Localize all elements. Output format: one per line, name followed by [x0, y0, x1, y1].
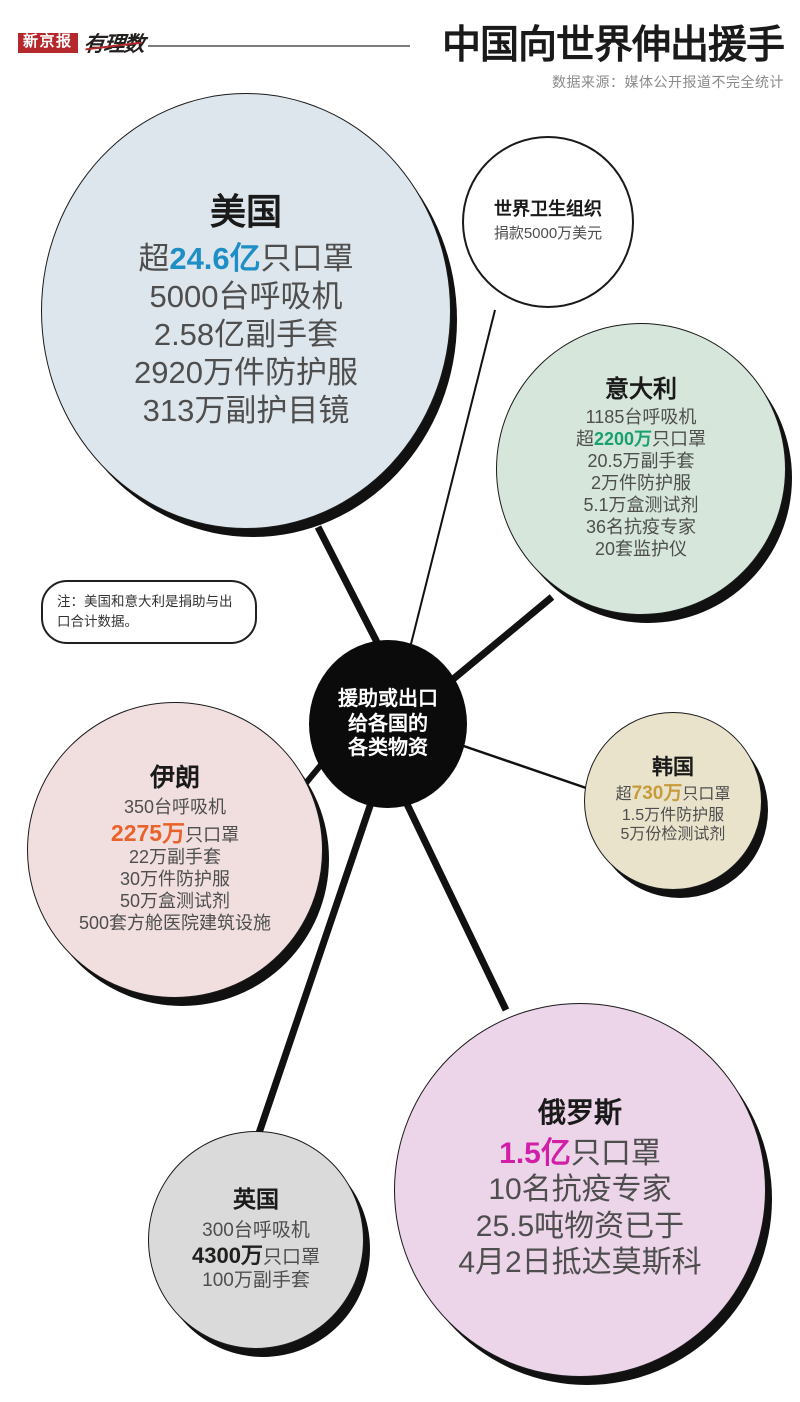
node-title-south-korea: 韩国 — [652, 756, 694, 780]
line-prefix: 超 — [138, 241, 170, 277]
list-item: 100万副手套 — [202, 1270, 310, 1292]
node-items-south-korea: 超730万只口罩 1.5万件防护服 5万份检测试剂 — [616, 782, 731, 844]
list-item: 4月2日抵达莫斯科 — [458, 1246, 702, 1280]
list-item: 10名抗疫专家 — [488, 1173, 672, 1207]
node-russia[interactable]: 俄罗斯 1.5亿只口罩 10名抗疫专家 25.5吨物资已于 4月2日抵达莫斯科 — [394, 1003, 766, 1377]
highlight-value: 2275万 — [110, 820, 186, 847]
list-item: 超24.6亿只口罩 — [138, 240, 353, 278]
line-suffix: 只口罩 — [682, 786, 731, 804]
page-header: 新京报 有理数 中国向世界伸出援手 数据来源：媒体公开报道不完全统计 — [0, 0, 800, 100]
node-italy[interactable]: 意大利 1185台呼吸机 超2200万只口罩 20.5万副手套 2万件防护服 5… — [496, 323, 786, 615]
node-items-united-kingdom: 300台呼吸机 4300万只口罩 100万副手套 — [192, 1219, 320, 1292]
hub-line-2: 给各国的 — [348, 712, 428, 735]
data-source-note: 数据来源：媒体公开报道不完全统计 — [552, 74, 784, 90]
footnote-callout: 注：美国和意大利是捐助与出口合计数据。 — [41, 580, 257, 645]
list-item: 1185台呼吸机 — [585, 407, 697, 428]
list-item: 30万件防护服 — [119, 869, 230, 890]
list-item: 4300万只口罩 — [192, 1243, 320, 1270]
highlight-value: 2200万 — [593, 429, 653, 450]
list-item: 50万盒测试剂 — [119, 891, 230, 912]
node-united-kingdom[interactable]: 英国 300台呼吸机 4300万只口罩 100万副手套 — [148, 1131, 364, 1349]
list-item: 超2200万只口罩 — [576, 429, 706, 451]
node-items-iran: 350台呼吸机 2275万只口罩 22万副手套 30万件防护服 50万盒测试剂 … — [79, 797, 271, 935]
node-items-united-states: 超24.6亿只口罩 5000台呼吸机 2.58亿副手套 2920万件防护服 31… — [134, 240, 358, 429]
list-item: 2275万只口罩 — [111, 819, 239, 847]
list-item: 超730万只口罩 — [616, 782, 731, 805]
line-prefix: 超 — [615, 786, 632, 804]
list-item: 5.1万盒测试剂 — [583, 495, 699, 516]
hub-line-3: 各类物资 — [348, 737, 428, 760]
list-item: 350台呼吸机 — [123, 797, 227, 818]
list-item: 1.5万件防护服 — [621, 806, 725, 824]
node-iran[interactable]: 伊朗 350台呼吸机 2275万只口罩 22万副手套 30万件防护服 50万盒测… — [27, 702, 323, 998]
list-item: 36名抗疫专家 — [585, 517, 696, 538]
connector-hub-to-italy — [437, 594, 555, 693]
line-suffix: 只口罩 — [570, 1136, 661, 1170]
list-item: 25.5吨物资已于 — [475, 1209, 685, 1243]
connector-hub-to-russia — [402, 800, 510, 1012]
highlight-value: 1.5亿 — [499, 1136, 571, 1170]
line-suffix: 只口罩 — [652, 429, 707, 450]
page-title: 中国向世界伸出援手 — [441, 24, 785, 67]
line-suffix: 只口罩 — [260, 241, 354, 277]
brand-script-logo: 有理数 — [82, 28, 145, 58]
list-item: 20套监护仪 — [594, 538, 687, 559]
connector-hub-to-us — [314, 525, 386, 654]
brand-badge: 新京报 — [18, 33, 78, 53]
node-title-iran: 伊朗 — [149, 763, 200, 792]
connector-hub-to-korea — [451, 740, 593, 792]
node-items-russia: 1.5亿只口罩 10名抗疫专家 25.5吨物资已于 4月2日抵达莫斯科 — [458, 1136, 701, 1282]
highlight-value: 4300万 — [192, 1242, 263, 1268]
line-prefix: 超 — [575, 429, 594, 450]
node-items-who: 捐款5000万美元 — [494, 225, 602, 243]
list-item: 5万份检测试剂 — [620, 826, 726, 844]
list-item: 20.5万副手套 — [587, 451, 695, 472]
line-suffix: 只口罩 — [185, 825, 240, 846]
node-title-united-states: 美国 — [209, 190, 282, 232]
node-south-korea[interactable]: 韩国 超730万只口罩 1.5万件防护服 5万份检测试剂 — [584, 712, 762, 890]
list-item: 313万副护目镜 — [142, 392, 350, 428]
highlight-value: 730万 — [631, 783, 683, 805]
node-who[interactable]: 世界卫生组织 捐款5000万美元 — [462, 136, 634, 308]
node-title-united-kingdom: 英国 — [233, 1186, 279, 1213]
list-item: 2万件防护服 — [590, 473, 691, 494]
highlight-value: 24.6亿 — [169, 241, 261, 277]
node-united-states[interactable]: 美国 超24.6亿只口罩 5000台呼吸机 2.58亿副手套 2920万件防护服… — [41, 93, 451, 529]
node-items-italy: 1185台呼吸机 超2200万只口罩 20.5万副手套 2万件防护服 5.1万盒… — [576, 407, 706, 561]
line-suffix: 只口罩 — [262, 1246, 320, 1268]
node-center-hub[interactable]: 援助或出口 给各国的 各类物资 — [309, 640, 467, 808]
list-item: 500套方舱医院建筑设施 — [78, 913, 272, 934]
node-title-russia: 俄罗斯 — [537, 1097, 622, 1129]
hub-line-1: 援助或出口 — [338, 688, 438, 711]
header-divider — [148, 45, 410, 47]
list-item: 2920万件防护服 — [134, 354, 358, 390]
list-item: 捐款5000万美元 — [493, 225, 603, 243]
list-item: 2.58亿副手套 — [153, 316, 339, 352]
brand-logo: 新京报 有理数 — [18, 28, 145, 58]
list-item: 1.5亿只口罩 — [499, 1136, 661, 1173]
list-item: 22万副手套 — [128, 847, 221, 868]
node-title-italy: 意大利 — [605, 376, 677, 404]
list-item: 300台呼吸机 — [202, 1220, 310, 1242]
list-item: 5000台呼吸机 — [149, 279, 343, 315]
node-title-who: 世界卫生组织 — [494, 199, 602, 220]
